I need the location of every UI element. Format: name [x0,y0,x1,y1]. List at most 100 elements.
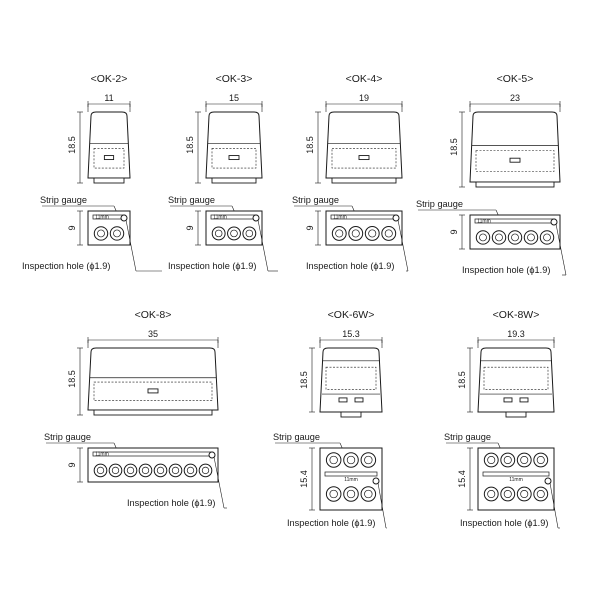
inspection-hole-label: Inspection hole (ϕ1.9) [127,498,215,508]
height-value: 18.5 [449,138,459,156]
internal-spring-outline [483,366,549,390]
release-window [338,397,348,403]
depth-value: 9 [305,225,315,230]
wire-entry-inner [111,466,120,475]
width-value: 15 [229,93,239,103]
base-foot [93,409,213,416]
strip-length-mark: 11mm [509,477,523,483]
inspection-hole-leader [397,219,409,272]
depth-value: 15.4 [457,470,467,488]
inspection-hole-leader [125,219,137,272]
wire-entry-inner [520,490,529,498]
release-window [103,155,115,161]
wire-entry-inner [503,456,512,464]
wire-entry-inner [384,229,393,238]
strip-gauge-label: Strip gauge [44,432,91,442]
wire-entry-inner [346,455,356,465]
wire-entry-inner [97,229,105,238]
internal-spring-outline [325,366,377,390]
wire-entry-inner [527,233,535,242]
height-value: 18.5 [299,371,309,389]
depth-value: 15.4 [299,470,309,488]
wire-entry-inner [351,229,360,238]
inspection-hole-label: Inspection hole (ϕ1.9) [22,261,110,271]
front-view-body [87,347,219,411]
strip-gauge-slot [482,471,550,477]
inspection-hole-leader [549,482,559,529]
model-title: <OK-2> [91,73,128,85]
height-value: 18.5 [67,136,77,154]
wire-entry-inner [96,466,105,475]
width-value: 23 [510,93,520,103]
strip-gauge-label: Strip gauge [444,432,491,442]
model-title: <OK-4> [346,73,383,85]
base-foot [331,177,397,184]
base-foot [505,411,527,418]
strip-length-mark: 11mm [333,215,347,221]
wire-entry-inner [543,233,551,242]
inspection-hole-leader [213,456,225,509]
base-foot [475,181,555,188]
internal-spring-outline [211,148,257,169]
wire-entry-inner [346,489,356,499]
front-view-body [469,111,561,183]
strip-gauge-label: Strip gauge [40,195,87,205]
wire-entry-inner [368,229,377,238]
width-value: 35 [148,329,158,339]
internal-spring-outline [475,150,555,172]
strip-gauge-label: Strip gauge [168,195,215,205]
front-view-body [205,111,263,179]
width-value: 19.3 [507,329,525,339]
model-title: <OK-8> [135,309,172,321]
base-foot [93,177,125,184]
wire-entry-inner [214,229,223,238]
inspection-hole-label: Inspection hole (ϕ1.9) [168,261,256,271]
strip-gauge-label: Strip gauge [292,195,339,205]
wire-entry-inner [536,490,545,498]
strip-gauge-label: Strip gauge [273,432,320,442]
depth-value: 9 [185,225,195,230]
inspection-hole [252,214,260,222]
strip-length-mark: 11mm [477,219,491,225]
internal-spring-outline [331,148,397,169]
height-value: 18.5 [67,370,77,388]
model-title: <OK-5> [497,73,534,85]
front-view-body [325,111,403,179]
height-value: 18.5 [305,136,315,154]
inspection-hole-leader [555,223,567,276]
width-value: 11 [104,93,113,103]
model-title: <OK-3> [216,73,253,85]
inspection-hole [392,214,400,222]
wire-entry-inner [487,456,496,464]
front-view-body [87,111,131,179]
release-window [509,157,521,163]
release-window [354,397,364,403]
wire-entry-inner [487,490,496,498]
release-window [519,397,529,403]
wire-entry-inner [503,490,512,498]
front-view-body [319,347,383,413]
height-value: 18.5 [457,371,467,389]
inspection-hole-leader [377,482,387,529]
internal-spring-outline [93,148,125,169]
wire-entry-inner [186,466,195,475]
width-value: 15.3 [342,329,360,339]
wire-entry-inner [335,229,344,238]
wire-entry-inner [536,456,545,464]
strip-gauge-slot [324,471,378,477]
release-window [147,388,159,394]
width-value: 19 [359,93,369,103]
inspection-hole [550,218,558,226]
release-window [228,155,240,161]
wire-entry-inner [245,229,254,238]
inspection-hole-label: Inspection hole (ϕ1.9) [306,261,394,271]
wire-entry-inner [520,456,529,464]
bottom-view-body [87,447,219,483]
